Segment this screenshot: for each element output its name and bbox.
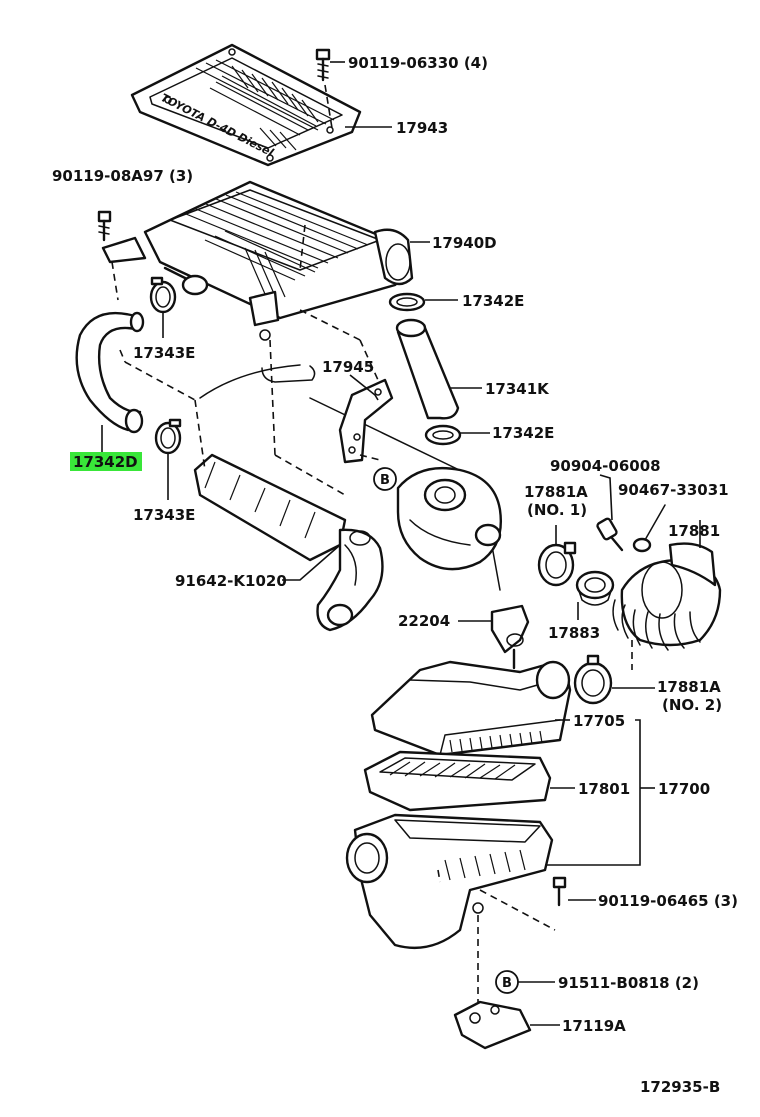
label-17342e-bottom[interactable]: 17342E bbox=[492, 424, 554, 442]
callout-b-top: B bbox=[373, 467, 397, 491]
air-cleaner-cap-drawing bbox=[370, 660, 572, 757]
turbo-area-drawing bbox=[199, 364, 502, 591]
label-17943[interactable]: 17943 bbox=[396, 119, 448, 137]
label-17883[interactable]: 17883 bbox=[548, 624, 600, 642]
label-90119-08a97[interactable]: 90119-08A97 (3) bbox=[52, 167, 193, 185]
intercooler-drawing bbox=[101, 180, 414, 341]
sensor-22204-drawing bbox=[490, 604, 530, 670]
highlight-17342d bbox=[70, 452, 142, 471]
label-17881a-no1-note: (NO. 1) bbox=[527, 501, 587, 519]
clamp-17881a-1-drawing bbox=[537, 541, 577, 587]
label-17705[interactable]: 17705 bbox=[573, 712, 625, 730]
label-17119a[interactable]: 17119A bbox=[562, 1017, 626, 1035]
callout-b-bottom: B bbox=[495, 970, 519, 994]
label-17940d[interactable]: 17940D bbox=[432, 234, 497, 252]
label-17945[interactable]: 17945 bbox=[322, 358, 374, 376]
label-17341k[interactable]: 17341K bbox=[485, 380, 550, 398]
svg-text:B: B bbox=[502, 976, 512, 991]
intake-hose-17881-drawing bbox=[612, 520, 722, 651]
tube-17341k-drawing bbox=[395, 318, 460, 420]
sensor-90904-drawing bbox=[596, 517, 624, 552]
label-17342d[interactable]: 17342D bbox=[73, 453, 138, 471]
label-17342e-top[interactable]: 17342E bbox=[462, 292, 524, 310]
leader-lines bbox=[101, 61, 655, 1026]
part-labels: 90119-06330 (4) 17943 90119-08A97 (3) 17… bbox=[52, 54, 738, 1035]
label-17881a-no2[interactable]: 17881A bbox=[657, 678, 721, 696]
clamp-17342e-top-drawing bbox=[388, 292, 426, 312]
air-filter-17801-drawing bbox=[363, 750, 552, 812]
bolt-top-drawing bbox=[315, 48, 331, 82]
diagram-ref-number: 172935-B bbox=[640, 1078, 720, 1096]
clamp-17342e-bottom-drawing bbox=[424, 424, 462, 446]
bracket-17119a-drawing bbox=[453, 1000, 532, 1050]
label-90119-06465[interactable]: 90119-06465 (3) bbox=[598, 892, 738, 910]
alignment-lines bbox=[111, 224, 633, 1002]
clamp-17343e-top-drawing bbox=[149, 276, 177, 314]
label-17881a-no1[interactable]: 17881A bbox=[524, 483, 588, 501]
hose-17342d-drawing bbox=[75, 311, 145, 434]
label-90119-06330[interactable]: 90119-06330 (4) bbox=[348, 54, 488, 72]
label-17343e-bottom[interactable]: 17343E bbox=[133, 506, 195, 524]
label-17881a-no2-note: (NO. 2) bbox=[662, 696, 722, 714]
intercooler-cover-drawing bbox=[130, 43, 362, 167]
label-17801[interactable]: 17801 bbox=[578, 780, 630, 798]
air-cleaner-case-drawing bbox=[345, 813, 554, 949]
label-17881[interactable]: 17881 bbox=[668, 522, 720, 540]
grommet-17883-drawing bbox=[575, 570, 615, 606]
bracket-17945-drawing bbox=[338, 378, 394, 464]
label-91511-b0818[interactable]: 91511-B0818 (2) bbox=[558, 974, 699, 992]
svg-text:B: B bbox=[380, 473, 390, 488]
label-90904-06008[interactable]: 90904-06008 bbox=[550, 457, 661, 475]
label-22204[interactable]: 22204 bbox=[398, 612, 450, 630]
label-17700[interactable]: 17700 bbox=[658, 780, 710, 798]
label-90467-33031[interactable]: 90467-33031 bbox=[618, 481, 729, 499]
label-91642-k1020[interactable]: 91642-K1020 bbox=[175, 572, 287, 590]
label-17343e-top[interactable]: 17343E bbox=[133, 344, 195, 362]
duct-91642-drawing bbox=[193, 453, 384, 632]
bolt-left-drawing bbox=[97, 210, 112, 242]
bolt-case-drawing bbox=[552, 876, 567, 907]
hose-90467-drawing bbox=[632, 504, 666, 553]
clamp-17343e-bottom-drawing bbox=[154, 418, 182, 455]
clamp-17881a-2-drawing bbox=[573, 654, 613, 705]
